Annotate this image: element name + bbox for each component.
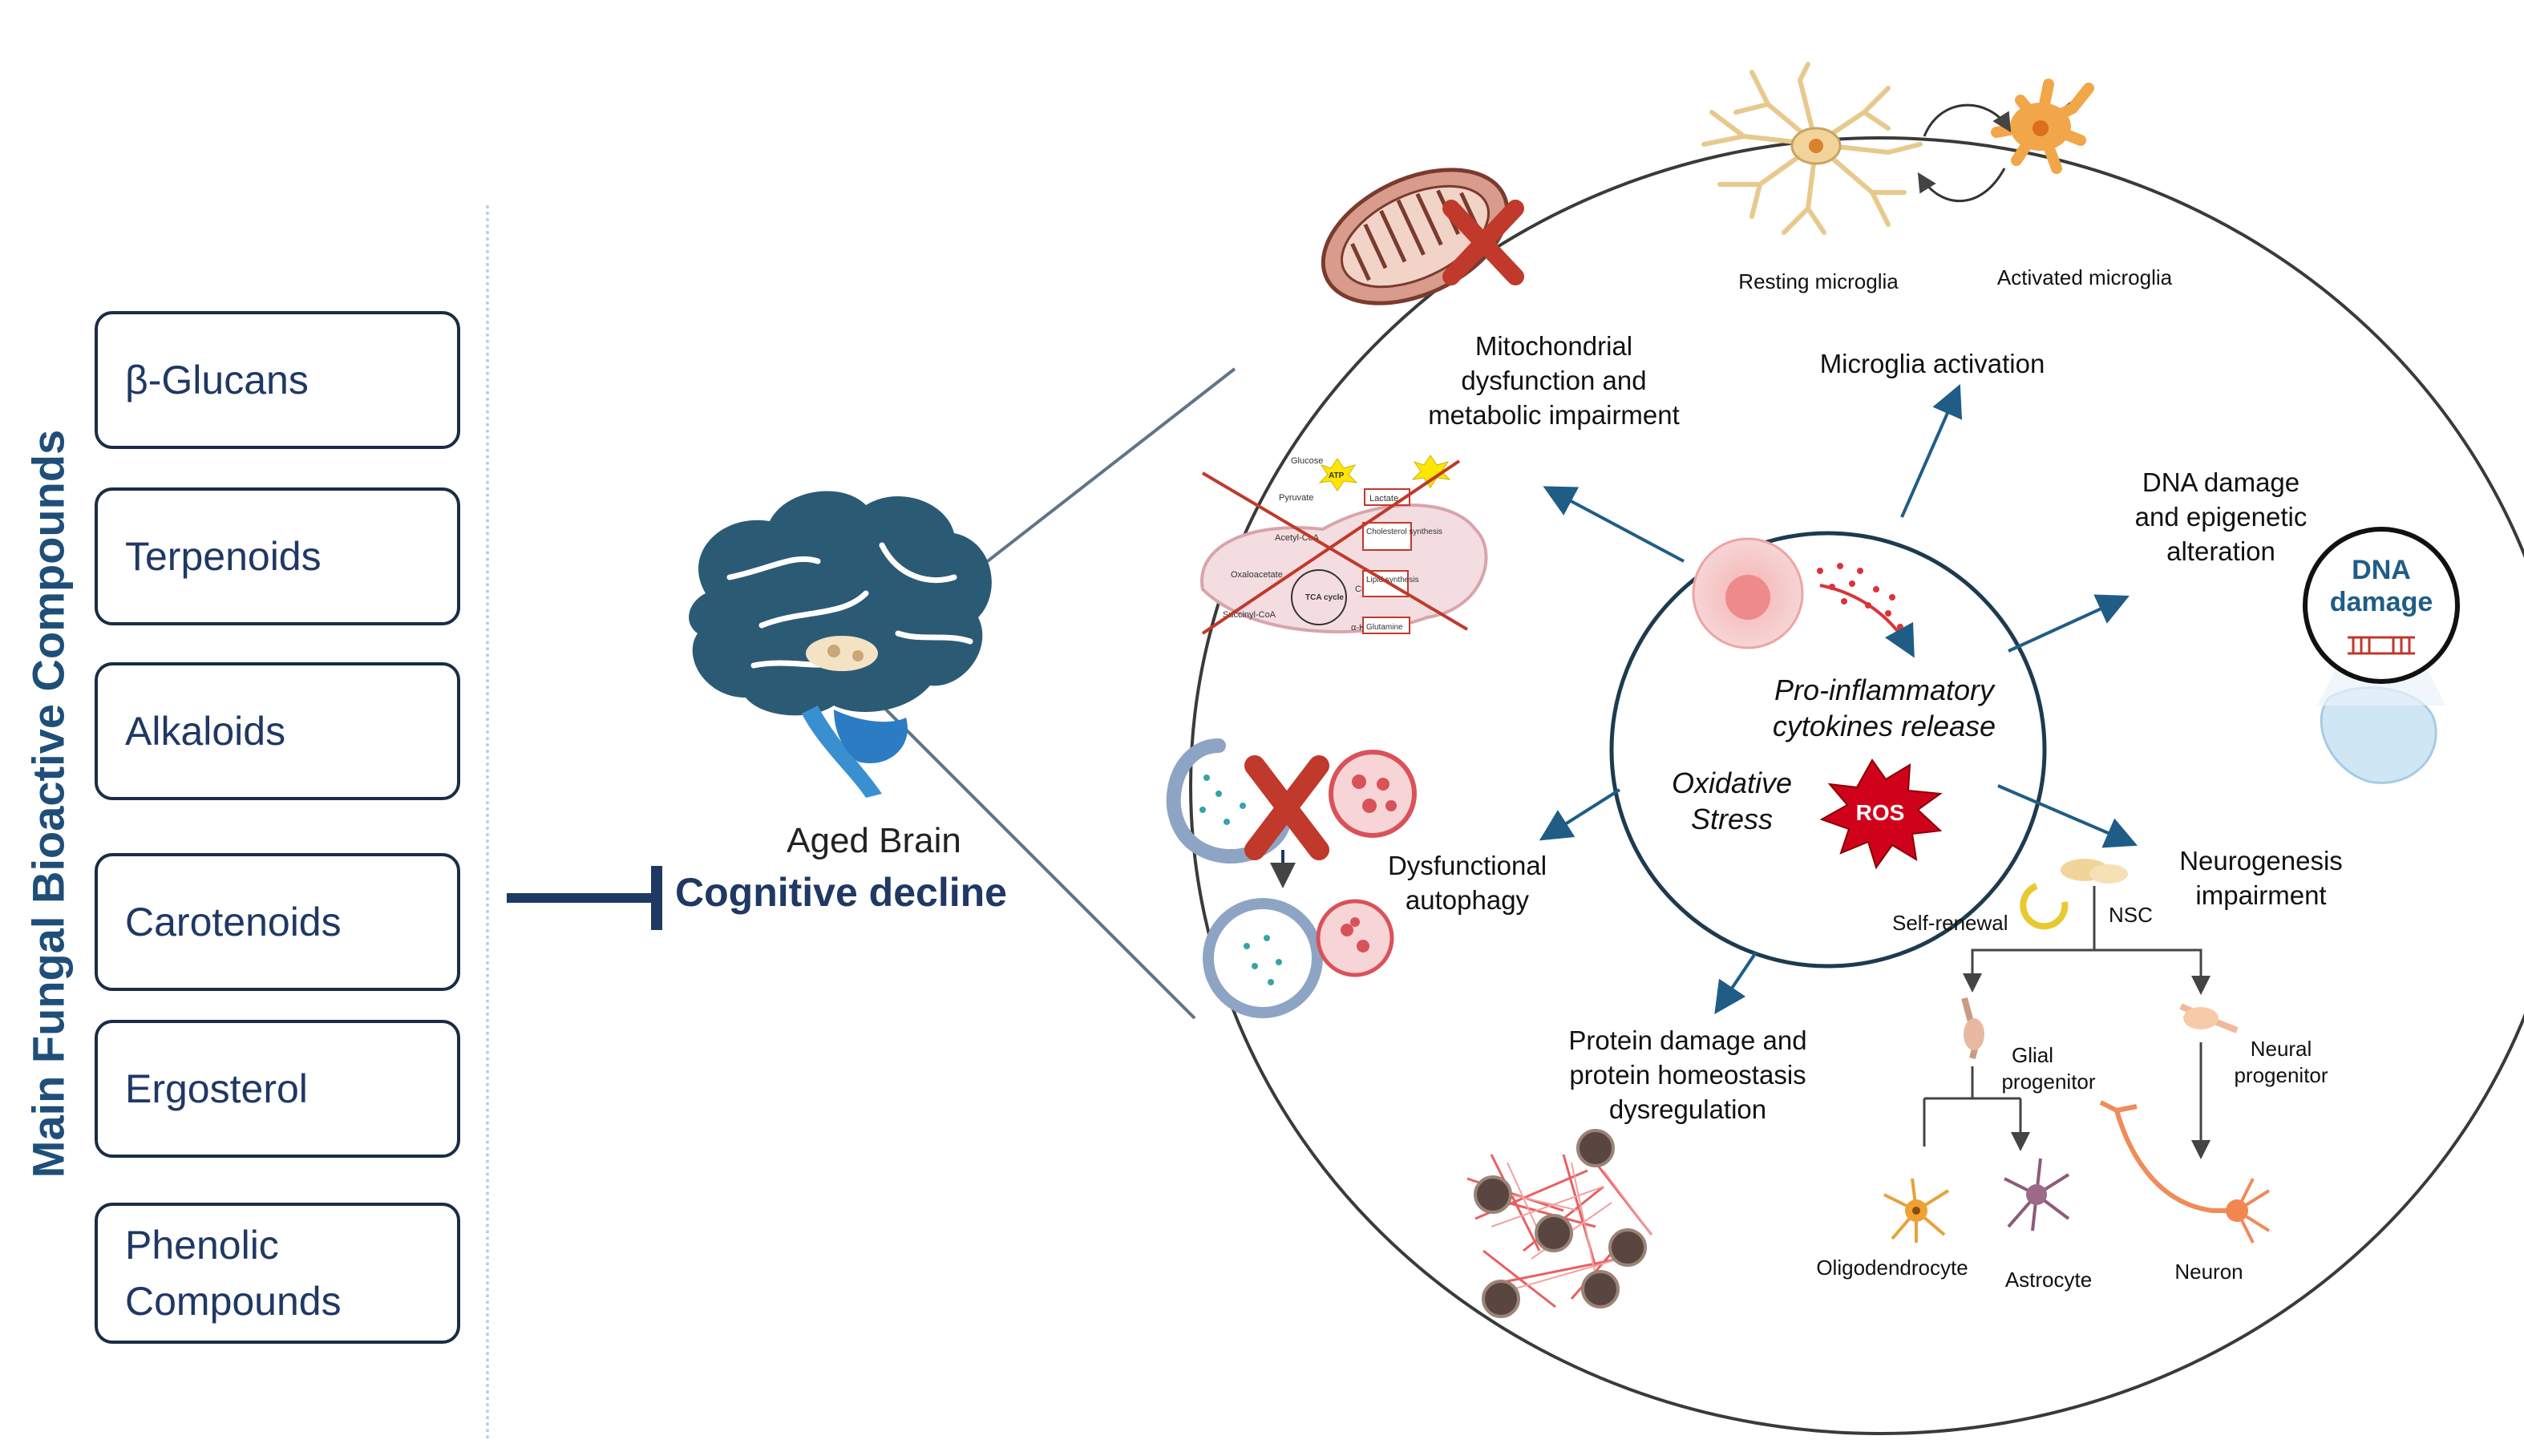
ros-burst-icon: ROS	[1819, 758, 1943, 870]
svg-text:damage: damage	[2330, 587, 2433, 617]
neurogenesis-tree	[1883, 859, 2271, 1244]
separator-dotted-line	[486, 205, 489, 1440]
protein-damage-label: Protein damage and protein homeostasis d…	[1568, 1025, 1807, 1124]
svg-text:Resting microglia: Resting microglia	[1738, 269, 1899, 293]
glial-label-1: Glial	[2012, 1043, 2053, 1067]
zoom-line-bottom	[880, 704, 1196, 1020]
metabolic-map: Glucose Pyruvate Acetyl-CoA Oxaloacetate…	[1200, 455, 1488, 635]
svg-text:Self-renewal: Self-renewal	[1892, 911, 2008, 935]
mitochondrion-icon	[1321, 168, 1524, 305]
svg-text:Glutamine: Glutamine	[1366, 623, 1403, 632]
compound-box-beta-glucans: β-Glucans	[95, 311, 460, 449]
svg-text:NSC: NSC	[2109, 903, 2153, 927]
glial-label-2: progenitor	[2001, 1070, 2095, 1094]
svg-text:Lipid synthesis: Lipid synthesis	[1366, 576, 1419, 584]
microglia-labels: Resting microglia Activated microglia	[1738, 265, 2172, 293]
ros-label: ROS	[1856, 800, 1905, 825]
protein-aggregates-icon	[1466, 1129, 1653, 1318]
svg-text:Oligodendrocyte: Oligodendrocyte	[1816, 1256, 1968, 1280]
neural-label-1: Neural	[2251, 1037, 2312, 1061]
svg-text:Lactate: Lactate	[1369, 494, 1398, 504]
cognitive-decline-label: Cognitive decline	[675, 870, 1007, 915]
neurogenesis-labels: Self-renewal NSC Glial progenitor Neural…	[1816, 903, 2328, 1292]
neurogenesis-label: Neurogenesis impairment	[2179, 846, 2343, 910]
center-circle	[1609, 531, 2047, 969]
brain-icon	[689, 491, 992, 798]
svg-text:Glucose: Glucose	[1291, 456, 1323, 466]
svg-text:Pyruvate: Pyruvate	[1279, 493, 1313, 503]
mitochondrial-label: Mitochondrial dysfunction and metabolic …	[1428, 331, 1680, 430]
svg-text:Astrocyte: Astrocyte	[2005, 1268, 2092, 1292]
svg-text:TCA cycle: TCA cycle	[1305, 593, 1344, 602]
compound-box-carotenoids: Carotenoids	[95, 853, 460, 991]
compound-box-alkaloids: Alkaloids	[95, 662, 460, 800]
microglia-activation-label: Microglia activation	[1819, 349, 2045, 378]
oxidative-stress-label: Oxidative Stress	[1671, 766, 1793, 835]
autophagy-icons	[1166, 738, 1417, 1018]
compound-box-terpenoids: Terpenoids	[95, 487, 460, 625]
microglia-icons	[1701, 62, 2094, 235]
cytokines-label: Pro-inflammatory cytokines release	[1772, 673, 1996, 742]
svg-text:Oxaloacetate: Oxaloacetate	[1231, 570, 1283, 580]
compound-box-phenolic: Phenolic Compounds	[95, 1203, 460, 1344]
mechanism-arrows	[1539, 384, 2138, 1014]
svg-text:Activated microglia: Activated microglia	[1997, 265, 2173, 289]
aged-brain-label: Aged Brain	[787, 821, 961, 860]
svg-text:DNA: DNA	[2352, 555, 2411, 585]
cytokine-cell-icon	[1692, 537, 1915, 658]
neural-label-2: progenitor	[2234, 1063, 2328, 1087]
inhibition-arrow	[507, 866, 662, 930]
autophagy-label: Dysfunctional autophagy	[1387, 851, 1547, 915]
svg-text:ATP: ATP	[1329, 471, 1345, 480]
zoom-circle	[1189, 136, 2524, 1435]
dna-damage-label: DNA damage and epigenetic alteration	[2134, 467, 2308, 566]
dna-damage-badge: DNA damage	[2303, 527, 2460, 784]
compound-box-ergosterol: Ergosterol	[95, 1020, 460, 1158]
svg-text:Neuron: Neuron	[2174, 1260, 2243, 1284]
svg-text:Cholesterol synthesis: Cholesterol synthesis	[1366, 528, 1442, 536]
